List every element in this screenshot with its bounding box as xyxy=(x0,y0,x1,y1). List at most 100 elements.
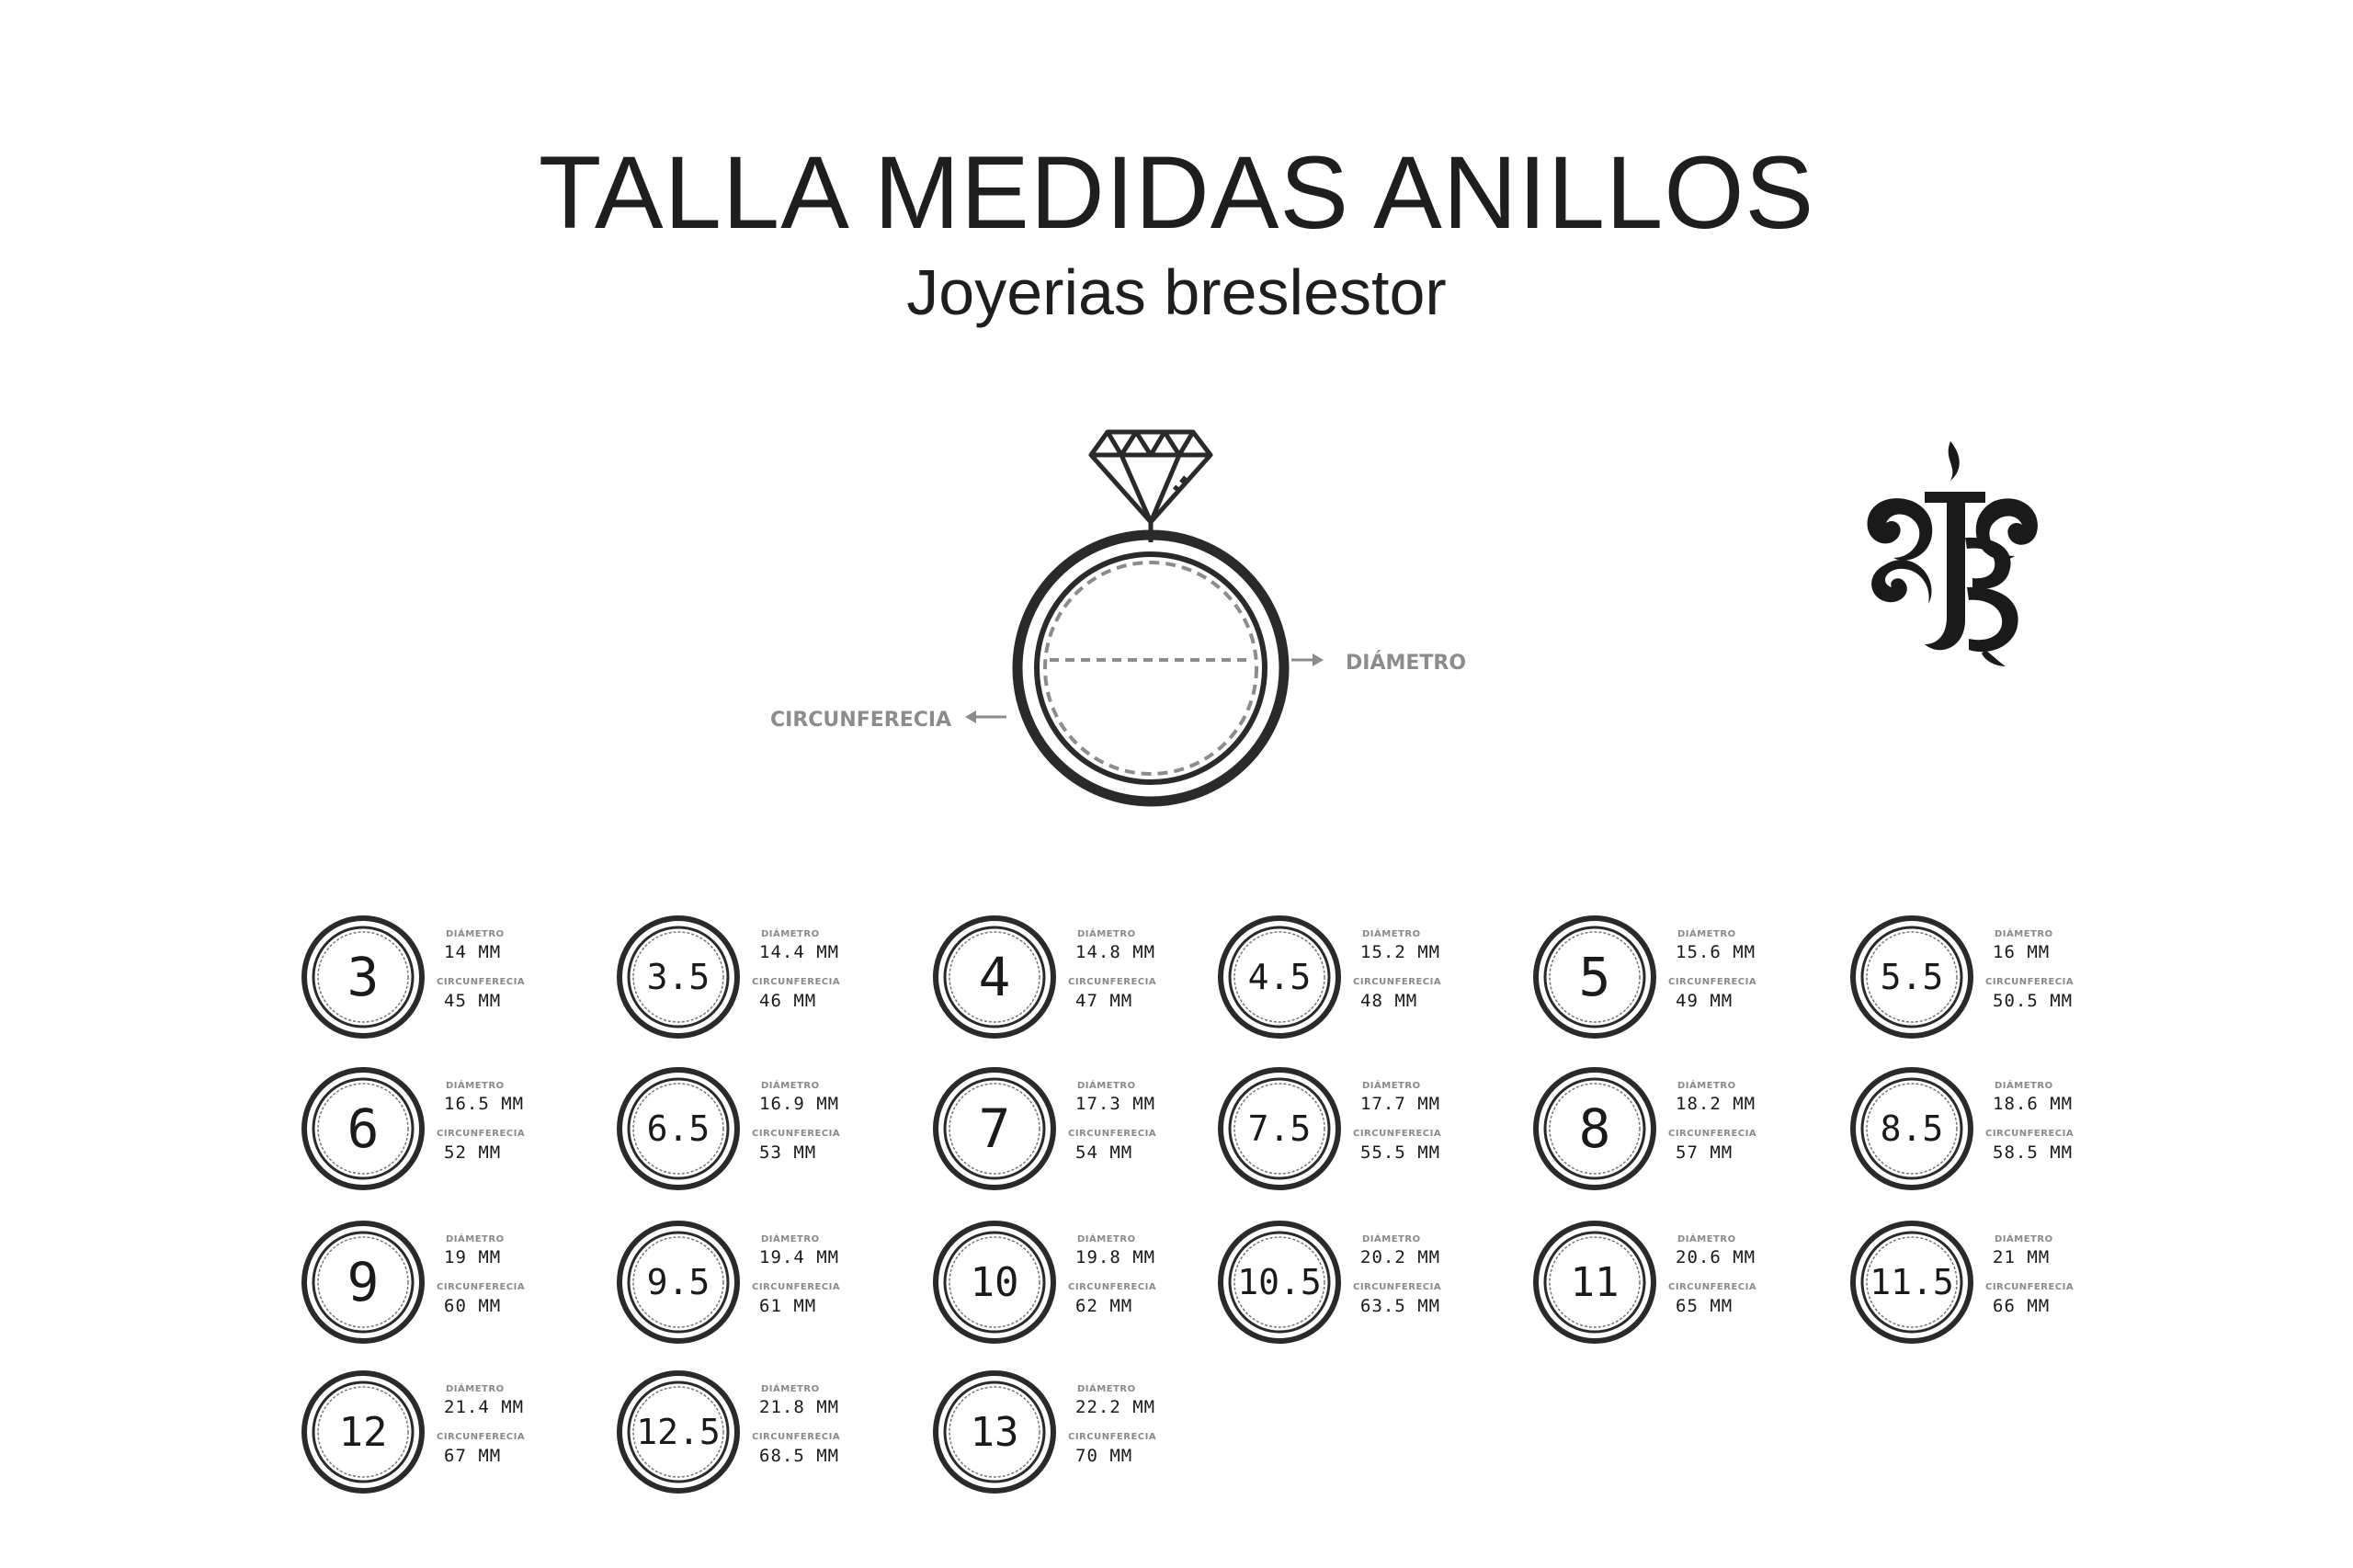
size-badge-circle xyxy=(301,915,425,1039)
diameter-value: 21.8 MM xyxy=(759,1397,840,1417)
diameter-caption: DIÁMETRO xyxy=(446,1234,505,1244)
circumference-caption: CIRCUNFERECIA xyxy=(1985,1282,2075,1292)
circumference-value: 58.5 MM xyxy=(1993,1142,2074,1163)
circumference-value: 57 MM xyxy=(1676,1142,1733,1163)
diameter-value: 16.5 MM xyxy=(444,1094,525,1114)
arrow-right-icon xyxy=(1313,653,1324,666)
diameter-caption: DIÁMETRO xyxy=(1362,1234,1421,1244)
diameter-value: 20.6 MM xyxy=(1676,1247,1756,1267)
circumference-caption: CIRCUNFERECIA xyxy=(1068,1282,1157,1292)
ring-size-number: 3.5 xyxy=(646,957,710,997)
diameter-value: 15.2 MM xyxy=(1360,942,1441,962)
diameter-value: 18.2 MM xyxy=(1676,1094,1756,1114)
size-badge-circle xyxy=(1850,1067,1973,1190)
ring-inner xyxy=(1034,551,1267,785)
diameter-value: 19.4 MM xyxy=(759,1247,840,1267)
ring-size-item: 8 DIÁMETRO 18.2 MM CIRCUNFERECIA 57 MM xyxy=(1530,1064,1824,1202)
circumference-caption: CIRCUNFERECIA xyxy=(1068,977,1157,987)
circumference-caption: CIRCUNFERECIA xyxy=(437,1282,526,1292)
size-badge-circle xyxy=(1533,1067,1656,1190)
circumference-value: 65 MM xyxy=(1676,1296,1733,1316)
diameter-value: 16 MM xyxy=(1993,942,2051,962)
diameter-caption: DIÁMETRO xyxy=(1077,1234,1136,1244)
circumference-value: 55.5 MM xyxy=(1360,1142,1441,1163)
circumference-caption: CIRCUNFERECIA xyxy=(1668,1129,1757,1139)
circumference-caption: CIRCUNFERECIA xyxy=(752,1129,841,1139)
circumference-value: 46 MM xyxy=(759,991,817,1011)
circumference-label: CIRCUNFERECIA xyxy=(770,709,951,732)
circumference-value: 52 MM xyxy=(444,1142,502,1163)
ring-size-number: 8.5 xyxy=(1880,1108,1944,1149)
ring-size-number: 12.5 xyxy=(636,1412,721,1452)
circumference-caption: CIRCUNFERECIA xyxy=(1068,1129,1157,1139)
ring-size-number: 8 xyxy=(1578,1097,1611,1160)
ring-size-number: 11 xyxy=(1570,1258,1620,1306)
circumference-value: 62 MM xyxy=(1075,1296,1133,1316)
size-badge-circle xyxy=(1850,1221,1973,1344)
circumference-value: 49 MM xyxy=(1676,991,1733,1011)
size-badge-circle xyxy=(933,915,1056,1039)
diameter-caption: DIÁMETRO xyxy=(1677,929,1736,939)
diameter-caption: DIÁMETRO xyxy=(1995,1081,2053,1091)
ring-size-number: 9.5 xyxy=(646,1262,710,1302)
size-badge-circle xyxy=(1533,915,1656,1039)
circumference-caption: CIRCUNFERECIA xyxy=(1668,977,1757,987)
diamond-icon xyxy=(1088,429,1213,542)
circumference-caption: CIRCUNFERECIA xyxy=(1353,1282,1442,1292)
circumference-caption: CIRCUNFERECIA xyxy=(1068,1432,1157,1442)
diameter-caption: DIÁMETRO xyxy=(761,1384,820,1394)
diameter-caption: DIÁMETRO xyxy=(761,929,820,939)
diameter-value: 18.6 MM xyxy=(1993,1094,2074,1114)
diameter-caption: DIÁMETRO xyxy=(446,1081,505,1091)
size-badge-circle xyxy=(1850,915,1973,1039)
ring-size-number: 6 xyxy=(347,1097,380,1160)
circumference-caption: CIRCUNFERECIA xyxy=(752,977,841,987)
circumference-value: 66 MM xyxy=(1993,1296,2051,1316)
ring-size-number: 7 xyxy=(978,1097,1011,1160)
circumference-value: 48 MM xyxy=(1360,991,1418,1011)
circumference-value: 47 MM xyxy=(1075,991,1133,1011)
circumference-caption: CIRCUNFERECIA xyxy=(437,1432,526,1442)
size-badge-circle xyxy=(301,1067,425,1190)
diameter-caption: DIÁMETRO xyxy=(1077,929,1136,939)
circumference-value: 70 MM xyxy=(1075,1446,1133,1466)
diameter-caption: DIÁMETRO xyxy=(1362,929,1421,939)
diameter-value: 14 MM xyxy=(444,942,502,962)
circumference-caption: CIRCUNFERECIA xyxy=(1353,1129,1442,1139)
circumference-caption: CIRCUNFERECIA xyxy=(437,977,526,987)
diameter-caption: DIÁMETRO xyxy=(1677,1081,1736,1091)
diameter-caption: DIÁMETRO xyxy=(1995,929,2053,939)
diameter-caption: DIÁMETRO xyxy=(1677,1234,1736,1244)
diameter-value: 21 MM xyxy=(1993,1247,2051,1267)
size-badge-circle xyxy=(617,1370,740,1494)
circumference-value: 50.5 MM xyxy=(1993,991,2074,1011)
circumference-caption: CIRCUNFERECIA xyxy=(1353,977,1442,987)
diameter-caption: DIÁMETRO xyxy=(446,1384,505,1394)
ring-size-number: 5 xyxy=(1578,946,1611,1008)
circumference-caption: CIRCUNFERECIA xyxy=(752,1282,841,1292)
diameter-caption: DIÁMETRO xyxy=(1077,1384,1136,1394)
circumference-value: 61 MM xyxy=(759,1296,817,1316)
diameter-value: 20.2 MM xyxy=(1360,1247,1441,1267)
diameter-value: 19 MM xyxy=(444,1247,502,1267)
ring-size-number: 11.5 xyxy=(1870,1262,1954,1302)
circumference-value: 53 MM xyxy=(759,1142,817,1163)
inner-dashed-circle xyxy=(1043,561,1258,776)
ring-size-number: 9 xyxy=(347,1251,380,1313)
circumference-caption: CIRCUNFERECIA xyxy=(752,1432,841,1442)
diameter-value: 17.7 MM xyxy=(1360,1094,1441,1114)
ring-size-number: 10.5 xyxy=(1237,1262,1322,1302)
